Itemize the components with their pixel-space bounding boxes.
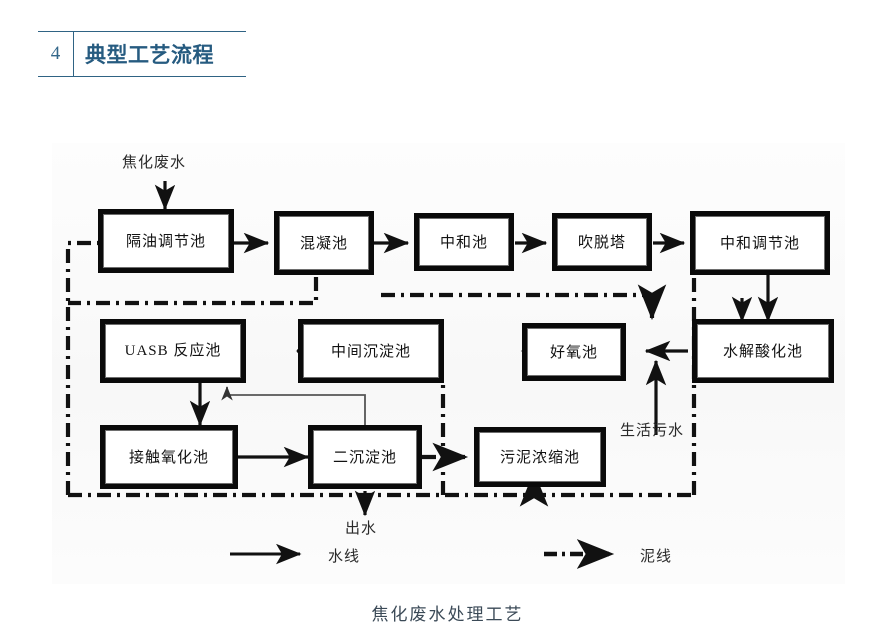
legend-graphics [230,539,615,569]
node-label: 中和调节池 [695,216,825,270]
node-label: 水解酸化池 [697,324,829,378]
section-header: 4 典型工艺流程 [38,31,246,77]
diagram-connectors [65,181,779,517]
node-label: 混凝池 [279,216,369,270]
process-flow-diagram: 隔油调节池 混凝池 中和池 吹脱塔 中和调节池 UASB 反应池 中间沉淀池 好… [52,143,845,584]
figure-caption: 焦化废水处理工艺 [371,605,524,624]
node-中和池[interactable]: 中和池 [414,213,514,271]
node-接触氧化池[interactable]: 接触氧化池 [100,425,238,489]
node-二沉淀池[interactable]: 二沉淀池 [308,425,422,489]
node-隔油调节池[interactable]: 隔油调节池 [98,209,234,273]
node-label: 接触氧化池 [105,430,233,484]
node-label: 二沉淀池 [313,430,417,484]
node-label: 隔油调节池 [103,214,229,268]
node-label: 吹脱塔 [557,218,647,266]
node-label: 污泥浓缩池 [479,432,601,482]
node-好氧池[interactable]: 好氧池 [522,323,626,381]
node-label: 中间沉淀池 [303,324,439,378]
node-中间沉淀池[interactable]: 中间沉淀池 [298,319,444,383]
node-污泥浓缩池[interactable]: 污泥浓缩池 [474,427,606,487]
node-中和调节池[interactable]: 中和调节池 [690,211,830,275]
node-label: 中和池 [419,218,509,266]
node-水解酸化池[interactable]: 水解酸化池 [692,319,834,383]
section-number: 4 [38,32,74,76]
node-吹脱塔[interactable]: 吹脱塔 [552,213,652,271]
legend-label-sludge-line: 泥线 [640,548,673,565]
legend-label-water-line: 水线 [328,548,361,565]
node-label: 好氧池 [527,328,621,376]
label-焦化废水: 焦化废水 [122,154,187,171]
page-title: 典型工艺流程 [85,44,214,67]
label-出水: 出水 [345,520,378,537]
node-混凝池[interactable]: 混凝池 [274,211,374,275]
label-生活污水: 生活污水 [620,422,685,439]
node-UASB反应池[interactable]: UASB 反应池 [100,319,246,383]
node-label: UASB 反应池 [105,324,241,378]
